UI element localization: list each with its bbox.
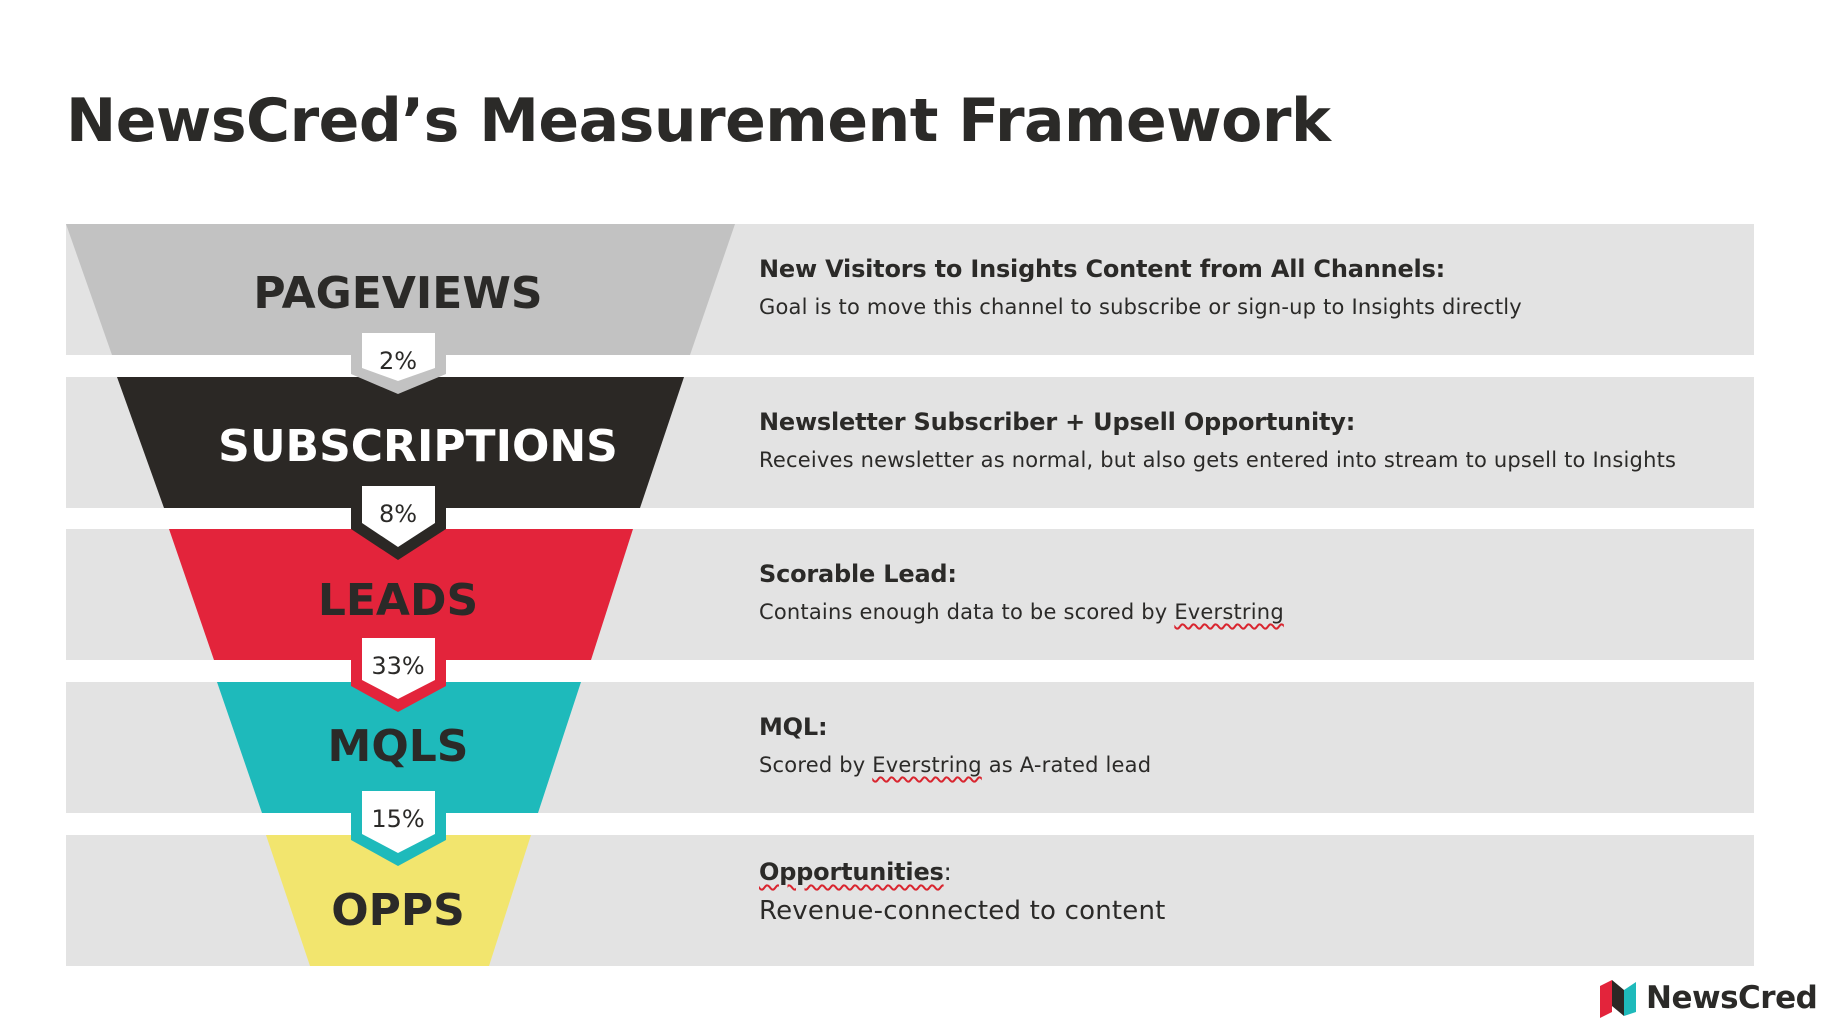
funnel-stage-subscriptions	[117, 377, 684, 508]
stage-label-pageviews: PAGEVIEWS	[253, 268, 542, 319]
funnel-stage-pageviews	[66, 224, 735, 355]
stage-label-subscriptions: SUBSCRIPTIONS	[218, 421, 618, 472]
stage-body-leads-text: Contains enough data to be scored by	[759, 600, 1175, 624]
stage-label-mqls: MQLS	[328, 721, 469, 772]
stage-heading-opps: Opportunities:	[759, 858, 1739, 886]
funnel-stage-opps	[266, 835, 531, 966]
stage-heading-opps-colon: :	[943, 858, 952, 886]
conversion-rate-1: 2%	[379, 347, 417, 375]
newscred-logo: NewsCred	[1598, 976, 1818, 1020]
conversion-rate-3: 33%	[371, 652, 424, 680]
stage-description-mqls: MQL: Scored by Everstring as A-rated lea…	[759, 713, 1739, 777]
conversion-rate-4: 15%	[371, 805, 424, 833]
stage-description-subscriptions: Newsletter Subscriber + Upsell Opportuni…	[759, 408, 1739, 472]
spellcheck-flagged-word: Opportunities	[759, 858, 944, 886]
stage-label-opps: OPPS	[331, 885, 465, 936]
conversion-badge-2: 8%	[351, 484, 446, 560]
funnel-stage-leads	[169, 529, 633, 660]
stage-label-leads: LEADS	[318, 575, 478, 626]
stage-body-leads: Contains enough data to be scored by Eve…	[759, 600, 1739, 624]
conversion-badge-1: 2%	[351, 331, 446, 394]
stage-body-mqls-tail: as A-rated lead	[981, 753, 1152, 777]
stage-heading-mqls: MQL:	[759, 713, 828, 741]
stage-heading-subscriptions: Newsletter Subscriber + Upsell Opportuni…	[759, 408, 1356, 436]
stage-body-mqls: Scored by Everstring as A-rated lead	[759, 753, 1739, 777]
stage-body-opps: Revenue-connected to content	[759, 896, 1166, 926]
spellcheck-flagged-word: Everstring	[1174, 600, 1284, 624]
stage-heading-pageviews: New Visitors to Insights Content from Al…	[759, 255, 1446, 283]
stage-description-pageviews: New Visitors to Insights Content from Al…	[759, 255, 1739, 319]
stage-description-opps: Opportunities: Revenue-connected to cont…	[759, 858, 1739, 926]
conversion-badge-3: 33%	[351, 636, 446, 712]
spellcheck-flagged-word: Everstring	[872, 753, 982, 777]
stage-heading-leads: Scorable Lead:	[759, 560, 957, 588]
newscred-logo-text: NewsCred	[1646, 980, 1818, 1016]
page-title: NewsCred’s Measurement Framework	[66, 86, 1331, 156]
funnel-stage-mqls	[217, 682, 581, 813]
stage-body-subscriptions: Receives newsletter as normal, but also …	[759, 448, 1677, 472]
stage-description-leads: Scorable Lead: Contains enough data to b…	[759, 560, 1739, 624]
newscred-logo-icon	[1600, 980, 1636, 1018]
stage-body-pageviews: Goal is to move this channel to subscrib…	[759, 295, 1522, 319]
stage-body-mqls-text: Scored by	[759, 753, 873, 777]
conversion-rate-2: 8%	[379, 500, 417, 528]
conversion-badge-4: 15%	[351, 789, 446, 866]
